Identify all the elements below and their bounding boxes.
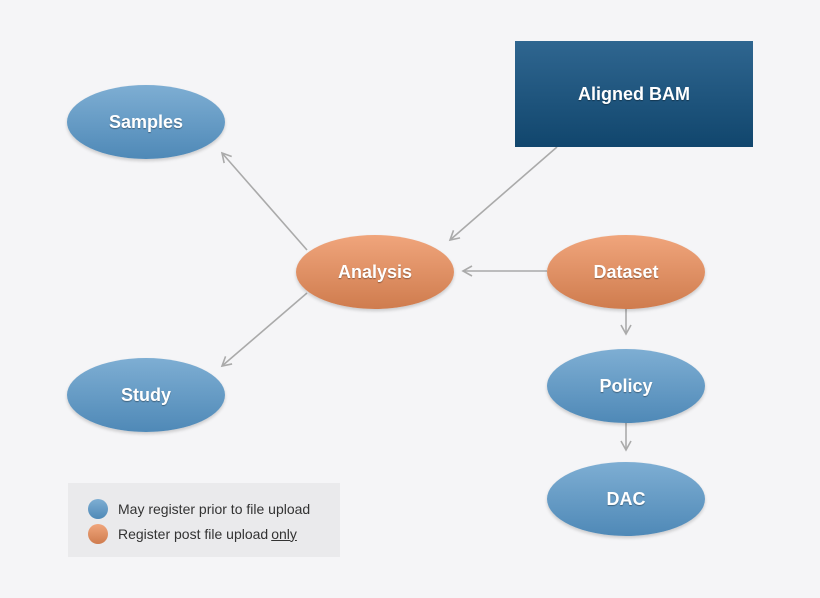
node-analysis-label: Analysis (337, 261, 413, 282)
legend-label-only: only (271, 525, 297, 542)
node-aligned-bam: Aligned BAM (515, 41, 753, 147)
node-dataset: Dataset (547, 235, 705, 309)
node-policy: Policy (547, 349, 705, 423)
node-samples: Samples (67, 85, 225, 159)
edge-analysis-to-samples (220, 151, 308, 251)
legend-item-post-upload: Register post file upload only (88, 521, 340, 546)
node-study-label: Study (120, 384, 171, 405)
legend-item-pre-upload: May register prior to file upload (88, 496, 340, 521)
node-dataset-label: Dataset (593, 261, 659, 282)
legend: May register prior to file upload Regist… (68, 483, 340, 557)
node-dac: DAC (547, 462, 705, 536)
node-dac-label: DAC (606, 488, 646, 509)
legend-swatch-blue (88, 498, 108, 519)
legend-label-pre-upload: May register prior to file upload (118, 500, 311, 517)
node-analysis: Analysis (296, 235, 454, 309)
edge-aligned-bam-to-analysis (448, 146, 558, 242)
node-policy-label: Policy (599, 375, 653, 396)
edge-analysis-to-study (220, 292, 308, 368)
node-samples-label: Samples (108, 111, 184, 132)
legend-swatch-orange (88, 523, 108, 544)
node-study: Study (67, 358, 225, 432)
legend-label-post-upload: Register post file upload (118, 525, 269, 542)
node-aligned-bam-label: Aligned BAM (578, 83, 690, 104)
